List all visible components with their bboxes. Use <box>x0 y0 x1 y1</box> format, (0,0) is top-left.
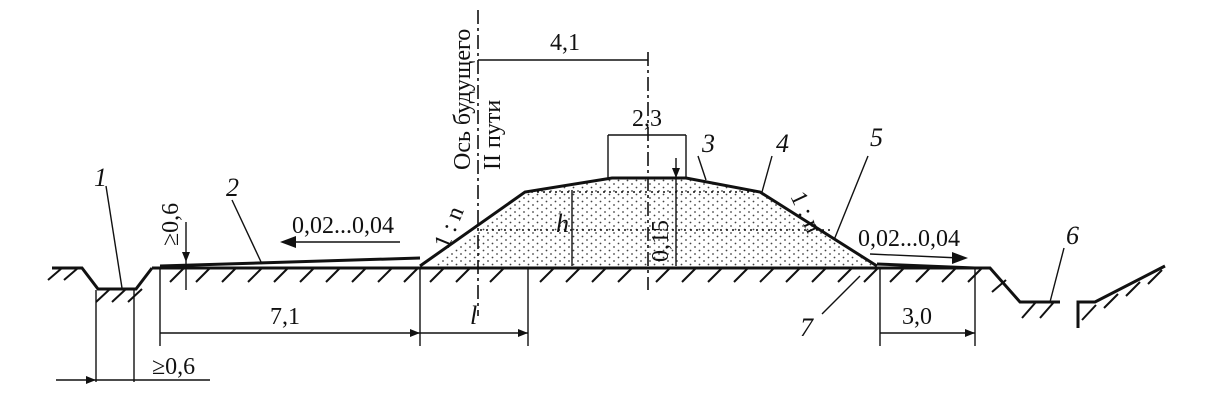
callout-7: 7 <box>800 313 814 342</box>
embankment-outline <box>419 176 878 268</box>
dim-top-width: 2,3 <box>632 106 662 132</box>
right-slope <box>1076 264 1166 328</box>
left-ditch <box>52 266 154 291</box>
callout-4: 4 <box>776 129 789 158</box>
callout-1: 1 <box>94 163 107 192</box>
dim-track-spacing: 4,1 <box>550 30 580 56</box>
callout-6: 6 <box>1066 221 1079 250</box>
ground-hatching <box>47 267 1163 321</box>
right-grade-arrow <box>869 253 961 259</box>
dim-min-depth-left: ≥0,6 <box>158 203 184 246</box>
dim-slope-base: l <box>470 301 477 330</box>
callout-5: 5 <box>870 123 883 152</box>
ground-profile <box>52 264 1166 328</box>
callout-3: 3 <box>701 129 715 158</box>
dim-berm-width: 7,1 <box>270 304 300 330</box>
embankment-fill <box>430 178 875 266</box>
axis-label-line1: Ось будущего <box>450 29 476 170</box>
dim-height: h <box>556 209 569 238</box>
right-grade-label: 0,02...0,04 <box>858 226 960 252</box>
dim-top-thickness: 0,15 <box>648 220 674 262</box>
right-berm-surface <box>876 262 976 270</box>
left-berm-surface <box>159 256 421 268</box>
axis-label-line2: II пути <box>480 100 506 170</box>
callout-2: 2 <box>226 173 239 202</box>
dim-right-berm: 3,0 <box>902 304 932 330</box>
callouts: 1 2 3 4 5 6 7 <box>94 123 1079 342</box>
left-grade-label: 0,02...0,04 <box>292 213 394 239</box>
right-ditch <box>975 266 1058 304</box>
dim-min-width-left: ≥0,6 <box>152 354 195 380</box>
